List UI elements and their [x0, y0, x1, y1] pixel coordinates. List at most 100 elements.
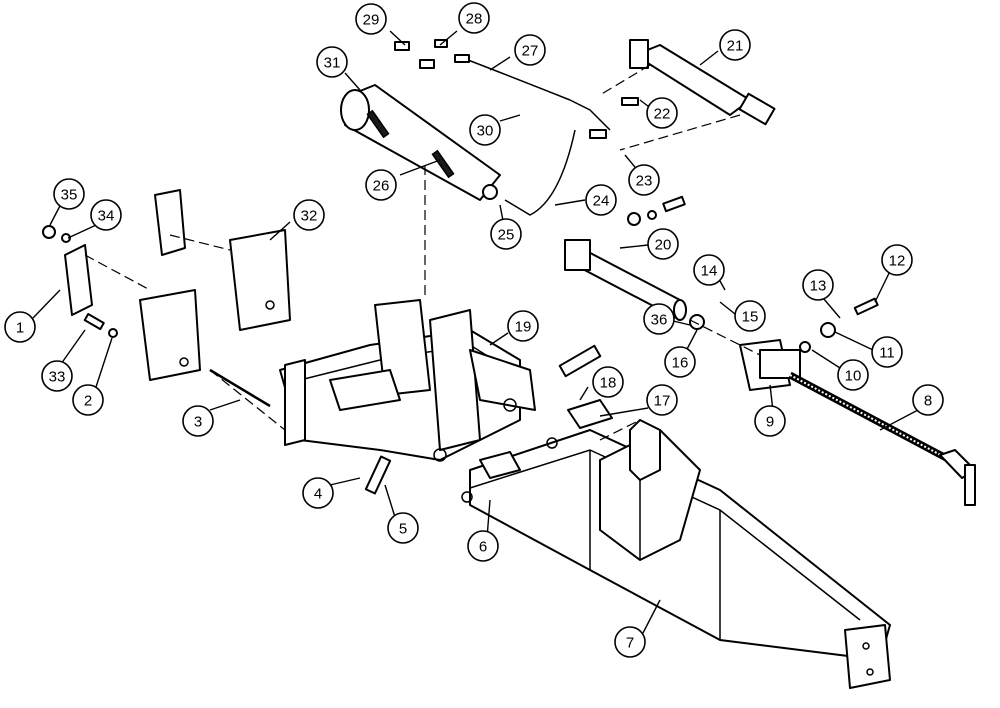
hydraulic-cylinder	[629, 39, 776, 126]
callout-10: 10	[837, 359, 869, 391]
callout-circle	[467, 530, 499, 562]
callout-18: 18	[592, 366, 624, 398]
callout-circle	[316, 46, 348, 78]
callout-circle	[387, 512, 419, 544]
callout-circle	[514, 34, 546, 66]
callout-circle	[646, 384, 678, 416]
callout-label: 10	[845, 368, 862, 385]
callout-27: 27	[514, 34, 546, 66]
callout-label: 30	[477, 123, 494, 140]
callout-9: 9	[754, 405, 786, 437]
callout-label: 16	[672, 355, 689, 372]
callout-circle	[293, 199, 325, 231]
callout-label: 23	[636, 173, 653, 190]
callout-label: 22	[654, 106, 671, 123]
hardware-items	[42, 195, 879, 503]
callout-16: 16	[664, 346, 696, 378]
callout-label: 9	[766, 414, 774, 431]
callout-label: 33	[49, 369, 66, 386]
callout-label: 18	[600, 375, 617, 392]
callout-36: 36	[643, 303, 675, 335]
callout-circle	[837, 359, 869, 391]
callout-circle	[646, 97, 678, 129]
callout-label: 2	[84, 393, 92, 410]
callout-circle	[72, 384, 104, 416]
callout-35: 35	[53, 178, 85, 210]
callout-circle	[53, 178, 85, 210]
callout-label: 8	[924, 393, 932, 410]
callout-label: 27	[522, 43, 539, 60]
callout-circle	[585, 184, 617, 216]
callout-label: 13	[810, 278, 827, 295]
accumulator	[340, 84, 501, 201]
callout-label: 17	[654, 393, 671, 410]
callout-14: 14	[693, 254, 725, 286]
callout-label: 24	[593, 193, 610, 210]
callout-circle	[647, 228, 679, 260]
callout-4: 4	[302, 477, 334, 509]
callout-20: 20	[647, 228, 679, 260]
callout-34: 34	[90, 199, 122, 231]
callout-32: 32	[293, 199, 325, 231]
callout-24: 24	[585, 184, 617, 216]
callout-circle	[490, 218, 522, 250]
callout-label: 34	[98, 208, 115, 225]
callout-circle	[458, 2, 490, 34]
callout-label: 5	[399, 521, 407, 538]
leader-lines	[32, 30, 919, 634]
tube-20	[564, 239, 687, 321]
callout-30: 30	[469, 114, 501, 146]
callout-circle	[302, 477, 334, 509]
callout-2: 2	[72, 384, 104, 416]
callout-22: 22	[646, 97, 678, 129]
callout-23: 23	[628, 164, 660, 196]
callout-circle	[4, 311, 36, 343]
callout-circle	[719, 29, 751, 61]
callout-circle	[90, 199, 122, 231]
callout-label: 32	[301, 208, 318, 225]
callout-label: 26	[373, 178, 390, 195]
callout-33: 33	[41, 360, 73, 392]
callout-label: 1	[16, 320, 24, 337]
callout-circle	[355, 3, 387, 35]
callout-8: 8	[912, 384, 944, 416]
callout-label: 28	[466, 11, 483, 28]
callout-label: 12	[889, 253, 906, 270]
callout-13: 13	[802, 269, 834, 301]
alignment-lines	[84, 64, 761, 441]
callout-label: 6	[479, 539, 487, 556]
callout-28: 28	[458, 2, 490, 34]
callout-11: 11	[871, 336, 903, 368]
callout-label: 15	[742, 309, 759, 326]
callout-label: 19	[515, 319, 532, 336]
callout-label: 20	[655, 237, 672, 254]
callout-label: 3	[194, 414, 202, 431]
callout-label: 14	[701, 263, 718, 280]
callout-label: 4	[314, 486, 322, 503]
callout-circle	[614, 626, 646, 658]
callout-circle	[871, 336, 903, 368]
callout-label: 31	[324, 55, 341, 72]
callout-7: 7	[614, 626, 646, 658]
hitch-weldment	[279, 299, 536, 462]
callout-label: 7	[626, 635, 634, 652]
callout-circle	[41, 360, 73, 392]
callout-label: 25	[498, 227, 515, 244]
callout-circle	[469, 114, 501, 146]
callout-12: 12	[881, 244, 913, 276]
callout-label: 21	[727, 38, 744, 55]
callout-label: 29	[363, 12, 380, 29]
bracket-parts	[64, 189, 291, 381]
callout-15: 15	[734, 300, 766, 332]
callout-circle	[365, 169, 397, 201]
callout-label: 11	[879, 345, 895, 362]
main-frame	[469, 399, 891, 689]
callout-5: 5	[387, 512, 419, 544]
callout-29: 29	[355, 3, 387, 35]
callout-17: 17	[646, 384, 678, 416]
callout-26: 26	[365, 169, 397, 201]
callout-circle	[912, 384, 944, 416]
callout-circle	[592, 366, 624, 398]
